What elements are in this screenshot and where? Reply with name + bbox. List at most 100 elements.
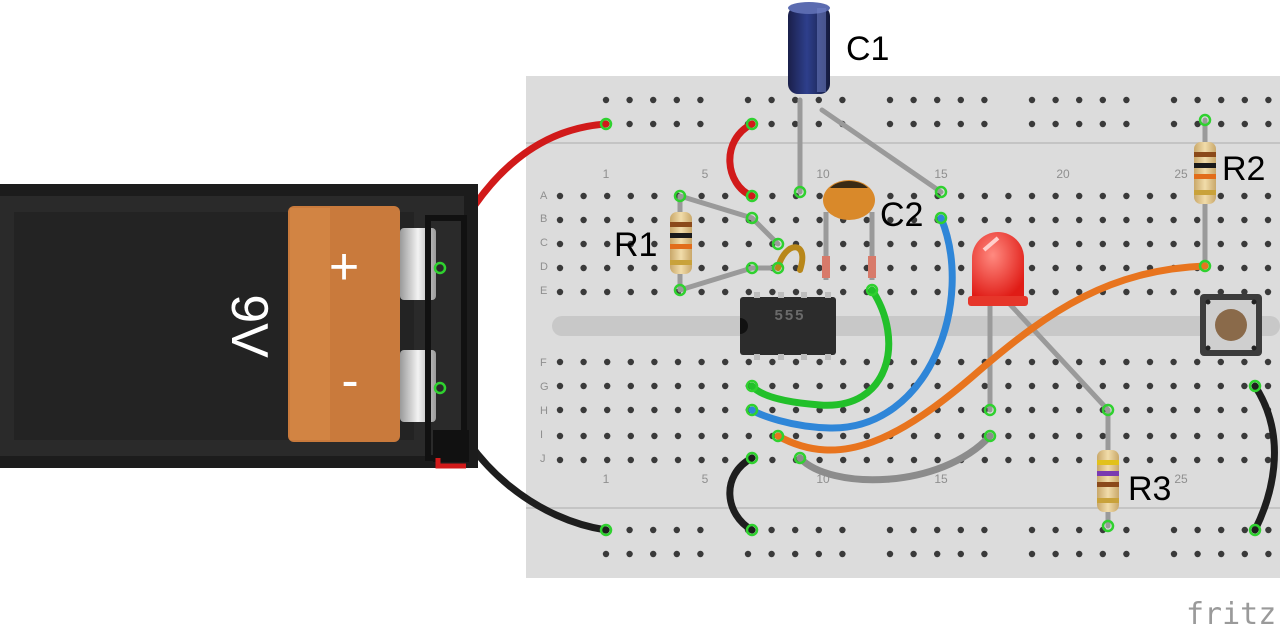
breadboard-hole [1076,526,1083,534]
connection-marker [745,451,759,465]
breadboard-hole [1218,526,1225,534]
breadboard-hole [1241,264,1248,272]
breadboard-hole [698,288,705,296]
breadboard-hole [604,358,611,366]
connection-marker [1198,113,1212,127]
breadboard-hole [1028,456,1036,464]
breadboard-hole [1076,240,1083,248]
breadboard-hole [910,216,918,224]
breadboard-hole [981,192,988,200]
resistor-body [1194,142,1216,204]
connection-marker [865,283,879,297]
breadboard-hole [673,96,680,104]
resistor-body [670,212,692,274]
breadboard-hole [934,456,941,464]
breadboard-hole [556,192,564,200]
breadboard-hole [887,264,894,272]
connection-marker [745,189,759,203]
breadboard-hole [673,120,680,128]
breadboard-hole [1123,216,1130,224]
breadboard-hole [887,382,894,390]
breadboard-hole [1264,192,1272,200]
breadboard-hole [651,406,658,414]
connection-marker [771,429,785,443]
breadboard-hole [1099,240,1107,248]
breadboard-hole [604,240,611,248]
breadboard-hole [1241,406,1248,414]
wire-grey [796,432,994,484]
breadboard-hole [981,96,988,104]
breadboard-hole [792,96,799,104]
breadboard-hole [1052,192,1059,200]
breadboard-hole [840,406,847,414]
breadboard-hole [769,456,776,464]
breadboard-hole [1076,264,1083,272]
row-letter: A [540,190,548,202]
breadboard-hole [1052,288,1059,296]
row-letter: B [540,213,547,225]
capacitor-body [823,180,875,220]
breadboard-hole [1241,120,1249,128]
column-number: 5 [702,472,709,486]
connection-marker [934,185,948,199]
breadboard-hole [1005,192,1012,200]
breadboard-hole [722,432,729,440]
breadboard-hole [627,264,634,272]
breadboard-hole [556,288,564,296]
breadboard-hole [1123,526,1130,534]
breadboard-hole [1005,456,1012,464]
breadboard-hole [792,382,800,390]
breadboard-hole [650,96,657,104]
breadboard-hole [981,120,988,128]
column-number: 25 [1174,167,1188,181]
breadboard-hole [1265,96,1272,104]
breadboard-hole [769,406,776,414]
breadboard-hole [1170,120,1178,128]
breadboard-hole [934,264,941,272]
breadboard-hole [1265,526,1272,534]
breadboard-hole [839,550,846,558]
breadboard-hole [863,240,870,248]
breadboard-hole [910,288,918,296]
breadboard-hole [1146,456,1154,464]
breadboard-hole [674,456,682,464]
row-letter: I [540,429,543,441]
breadboard-hole [673,550,680,558]
breadboard-hole [604,382,611,390]
breadboard-hole [1146,216,1154,224]
breadboard-hole [957,96,964,104]
breadboard-hole [957,120,964,128]
breadboard-hole [1194,456,1201,464]
breadboard-hole [580,358,587,366]
breadboard-hole [1005,432,1012,440]
breadboard-hole [1123,192,1130,200]
breadboard-hole [840,264,847,272]
breadboard-hole [1052,120,1059,128]
breadboard-hole [744,96,752,104]
breadboard-hole [768,526,775,534]
breadboard-hole [1076,456,1083,464]
column-number: 15 [934,167,948,181]
breadboard-hole [1076,358,1083,366]
breadboard-hole [887,216,894,224]
battery-plus-sign: + [329,238,359,296]
breadboard-hole [1170,288,1177,296]
breadboard-hole [910,550,917,558]
row-letter: F [540,357,547,369]
breadboard-hole [816,288,823,296]
breadboard-hole [792,406,800,414]
breadboard-hole [698,456,705,464]
breadboard-hole [1099,216,1107,224]
breadboard-hole [1123,96,1130,104]
breadboard-hole [698,358,705,366]
breadboard-hole [1123,120,1130,128]
breadboard-hole [1217,216,1225,224]
breadboard-hole [580,216,587,224]
breadboard-hole [816,432,823,440]
breadboard-hole [580,288,587,296]
breadboard-hole [745,432,752,440]
breadboard-hole [816,216,823,224]
breadboard-hole [1123,432,1130,440]
breadboard-hole [1052,216,1059,224]
breadboard-hole [1170,240,1177,248]
